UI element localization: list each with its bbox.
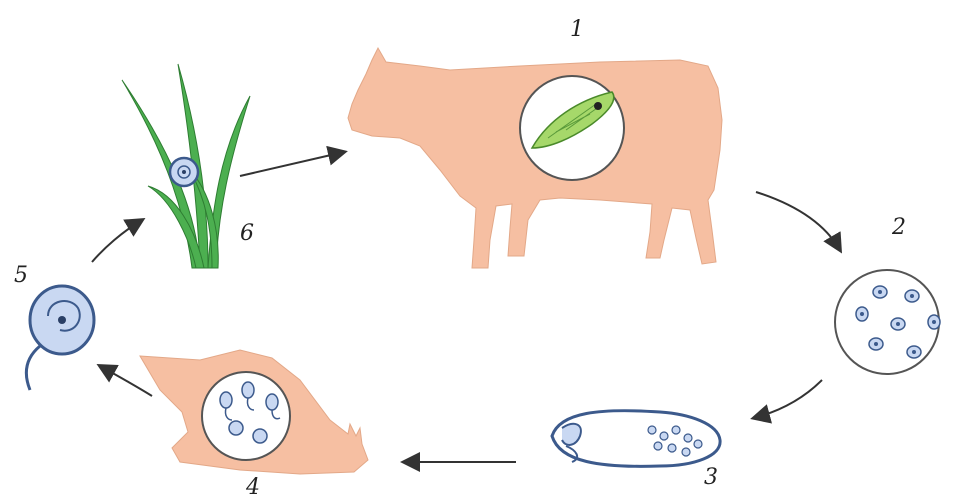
stage-number-6: 6 — [240, 221, 254, 246]
cercaria-tail — [26, 346, 40, 390]
stage-number-1: 1 — [570, 17, 584, 42]
cow-host: 1 — [348, 17, 722, 268]
arrow-6-to-1 — [240, 152, 344, 176]
grass-cyst-stage: 6 — [122, 64, 254, 268]
arrow-1-to-2 — [756, 192, 840, 250]
cercaria-stage: 5 — [14, 263, 94, 390]
eggs-circle — [835, 270, 939, 374]
stage-number-3: 3 — [704, 465, 718, 490]
eggs-stage: 2 — [835, 215, 940, 374]
arrow-5-to-6 — [92, 220, 142, 262]
miracidium-stage: 3 — [552, 411, 720, 490]
stage-number-4: 4 — [245, 475, 260, 494]
stage-number-2: 2 — [891, 215, 906, 240]
arrow-2-to-3 — [754, 380, 822, 418]
snail-host: 4 — [140, 350, 368, 494]
fluke-sucker — [594, 102, 602, 110]
arrow-4-to-5 — [100, 366, 152, 396]
stage-number-5: 5 — [14, 263, 28, 288]
